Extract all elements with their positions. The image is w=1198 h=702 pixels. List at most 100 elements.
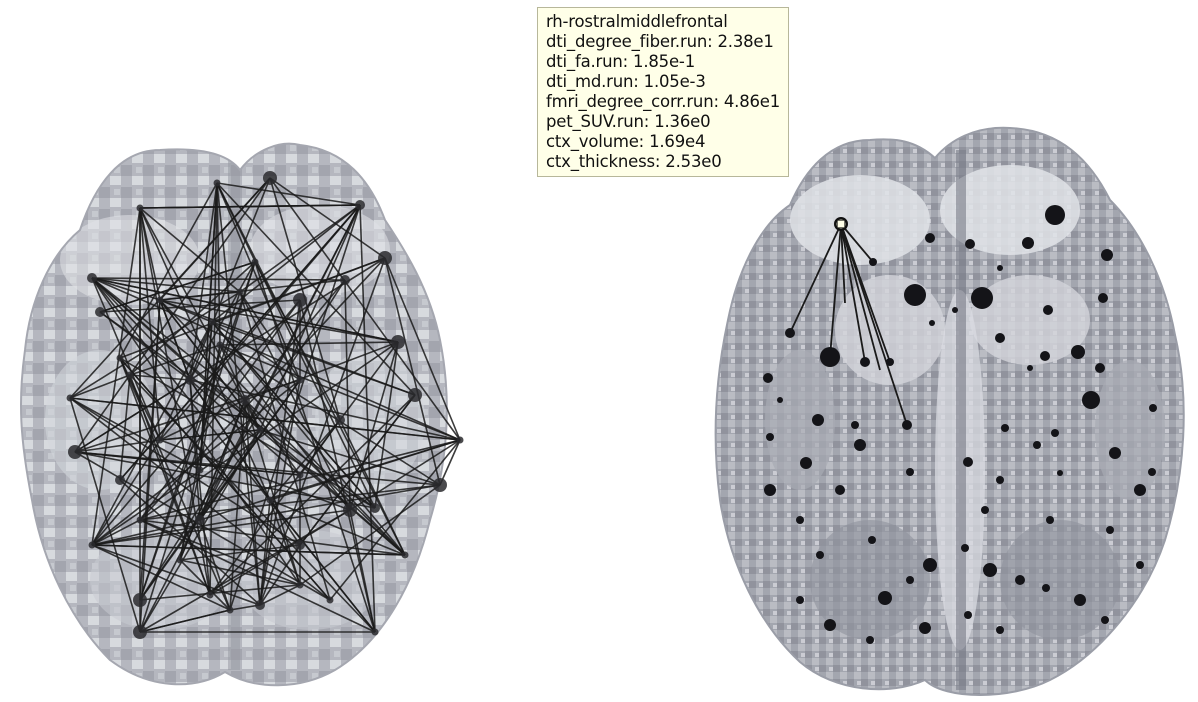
network-node[interactable] [355, 200, 365, 210]
network-node[interactable] [157, 297, 164, 304]
network-node[interactable] [835, 485, 845, 495]
network-node[interactable] [295, 540, 305, 550]
network-node[interactable] [1045, 205, 1065, 225]
network-node[interactable] [1001, 424, 1009, 432]
network-node[interactable] [1101, 616, 1109, 624]
network-node[interactable] [115, 475, 125, 485]
network-node[interactable] [240, 395, 250, 405]
network-node[interactable] [433, 478, 447, 492]
network-node[interactable] [952, 307, 958, 313]
network-node[interactable] [965, 239, 975, 249]
network-node[interactable] [1098, 293, 1108, 303]
network-node[interactable] [133, 625, 147, 639]
right-brain-view[interactable] [716, 128, 1184, 695]
network-node[interactable] [127, 372, 134, 379]
network-node[interactable] [95, 307, 105, 317]
network-node[interactable] [996, 626, 1004, 634]
network-node[interactable] [408, 388, 422, 402]
network-node[interactable] [766, 433, 774, 441]
network-node[interactable] [906, 576, 914, 584]
network-node[interactable] [777, 397, 783, 403]
network-node[interactable] [785, 328, 795, 338]
network-node[interactable] [824, 619, 836, 631]
network-node[interactable] [327, 597, 334, 604]
network-node[interactable] [133, 593, 147, 607]
network-node[interactable] [860, 357, 870, 367]
network-node[interactable] [209, 319, 216, 326]
network-node[interactable] [255, 600, 265, 610]
network-node[interactable] [1109, 447, 1121, 459]
network-node[interactable] [1057, 470, 1063, 476]
network-node[interactable] [764, 484, 776, 496]
network-node[interactable] [1015, 575, 1025, 585]
network-node[interactable] [214, 180, 221, 187]
network-node[interactable] [1040, 351, 1050, 361]
network-node[interactable] [961, 544, 969, 552]
network-node[interactable] [878, 591, 892, 605]
network-node[interactable] [1071, 345, 1085, 359]
network-node[interactable] [906, 468, 914, 476]
network-node[interactable] [796, 596, 804, 604]
network-node[interactable] [1095, 363, 1105, 373]
network-node[interactable] [297, 377, 304, 384]
network-node[interactable] [185, 375, 195, 385]
network-node[interactable] [137, 517, 144, 524]
network-node[interactable] [1101, 249, 1113, 261]
network-node[interactable] [971, 287, 993, 309]
network-node[interactable] [370, 503, 380, 513]
network-node[interactable] [1136, 561, 1144, 569]
network-node[interactable] [997, 265, 1003, 271]
network-node[interactable] [137, 205, 144, 212]
network-node[interactable] [886, 358, 894, 366]
network-node[interactable] [812, 414, 824, 426]
network-node[interactable] [796, 516, 804, 524]
network-node[interactable] [996, 476, 1004, 484]
network-node[interactable] [257, 427, 264, 434]
network-node[interactable] [1106, 526, 1114, 534]
network-node[interactable] [919, 622, 931, 634]
network-node[interactable] [854, 439, 866, 451]
network-node[interactable] [1051, 429, 1059, 437]
network-node[interactable] [457, 437, 464, 444]
network-node[interactable] [343, 503, 357, 517]
network-node[interactable] [1149, 404, 1157, 412]
network-node[interactable] [68, 445, 82, 459]
network-node[interactable] [925, 233, 935, 243]
network-node[interactable] [1022, 237, 1034, 249]
network-node[interactable] [297, 582, 304, 589]
network-node[interactable] [1033, 441, 1041, 449]
network-node[interactable] [227, 607, 234, 614]
network-node[interactable] [263, 171, 277, 185]
network-node[interactable] [402, 552, 409, 559]
network-node[interactable] [1082, 391, 1100, 409]
network-node[interactable] [763, 373, 773, 383]
network-node[interactable] [372, 629, 379, 636]
network-node[interactable] [89, 542, 96, 549]
network-node[interactable] [866, 636, 874, 644]
network-node[interactable] [929, 320, 935, 326]
network-node[interactable] [340, 275, 350, 285]
network-node[interactable] [816, 551, 824, 559]
network-node[interactable] [293, 293, 307, 307]
network-node[interactable] [67, 395, 74, 402]
network-node[interactable] [902, 420, 912, 430]
network-node[interactable] [1134, 484, 1146, 496]
network-node[interactable] [1027, 365, 1033, 371]
network-node[interactable] [983, 563, 997, 577]
network-node[interactable] [391, 335, 405, 349]
network-node[interactable] [1042, 584, 1050, 592]
selected-node-marker[interactable] [835, 218, 847, 230]
network-node[interactable] [197, 467, 204, 474]
network-node[interactable] [964, 611, 972, 619]
network-node[interactable] [1148, 468, 1156, 476]
network-node[interactable] [157, 437, 164, 444]
network-node[interactable] [981, 506, 989, 514]
network-node[interactable] [868, 536, 876, 544]
network-node[interactable] [1046, 516, 1054, 524]
network-node[interactable] [195, 515, 205, 525]
network-node[interactable] [117, 355, 124, 362]
network-node[interactable] [237, 289, 244, 296]
network-node[interactable] [267, 497, 274, 504]
network-node[interactable] [800, 457, 812, 469]
network-node[interactable] [963, 457, 973, 467]
